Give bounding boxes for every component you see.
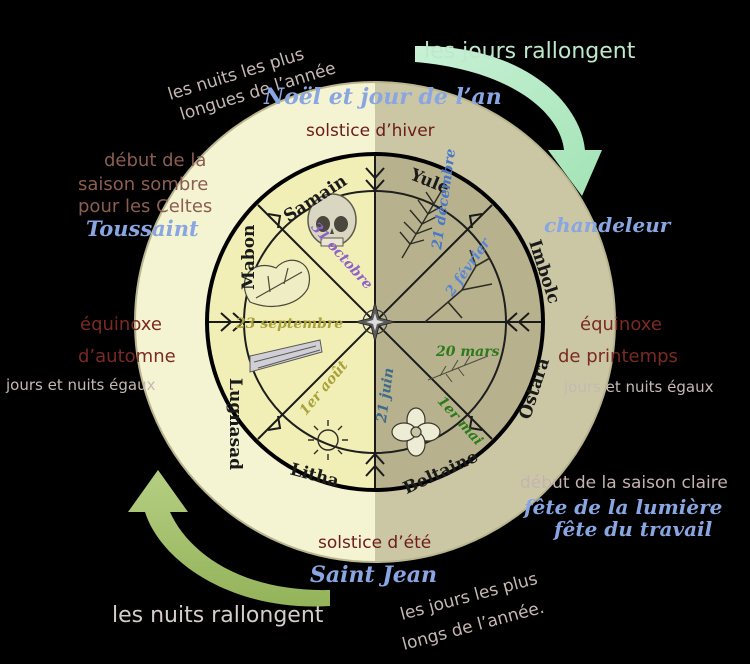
label-work-festival: fête du travail xyxy=(552,517,713,541)
label-autumn-equinox-line2: d’automne xyxy=(78,346,176,367)
label-noel: Noël et jour de l’an xyxy=(263,84,502,110)
label-winter-solstice: solstice d’hiver xyxy=(306,121,435,141)
sabbat-mabon: Mabon xyxy=(239,225,259,290)
label-dark-season-line1: début de la xyxy=(104,150,206,171)
label-spring-equinox-line2: de printemps xyxy=(558,346,678,367)
label-summer-solstice: solstice d’été xyxy=(318,533,431,553)
label-autumn-equal: jours et nuits égaux xyxy=(5,376,156,394)
sabbat-lugnasad: Lugnasad xyxy=(225,378,245,470)
label-light-season: début de la saison claire xyxy=(520,473,728,493)
label-spring-equinox-line1: équinoxe xyxy=(580,314,662,335)
label-days-lengthening: les jours rallongent xyxy=(424,39,636,64)
label-dark-season-line3: pour les Celtes xyxy=(78,196,212,217)
label-dark-season-line2: saison sombre xyxy=(78,174,208,195)
label-saint-jean: Saint Jean xyxy=(310,562,437,588)
label-light-festival: fête de la lumière xyxy=(522,495,722,519)
date-mabon: 23 septembre xyxy=(235,316,343,332)
label-spring-equal: jours et nuits égaux xyxy=(563,378,714,396)
label-chandeleur: chandeleur xyxy=(544,213,672,237)
date-ostara: 20 mars xyxy=(435,344,500,360)
label-toussaint: Toussaint xyxy=(86,216,199,241)
label-autumn-equinox-line1: équinoxe xyxy=(80,314,162,335)
label-nights-lengthening: les nuits rallongent xyxy=(112,603,324,628)
